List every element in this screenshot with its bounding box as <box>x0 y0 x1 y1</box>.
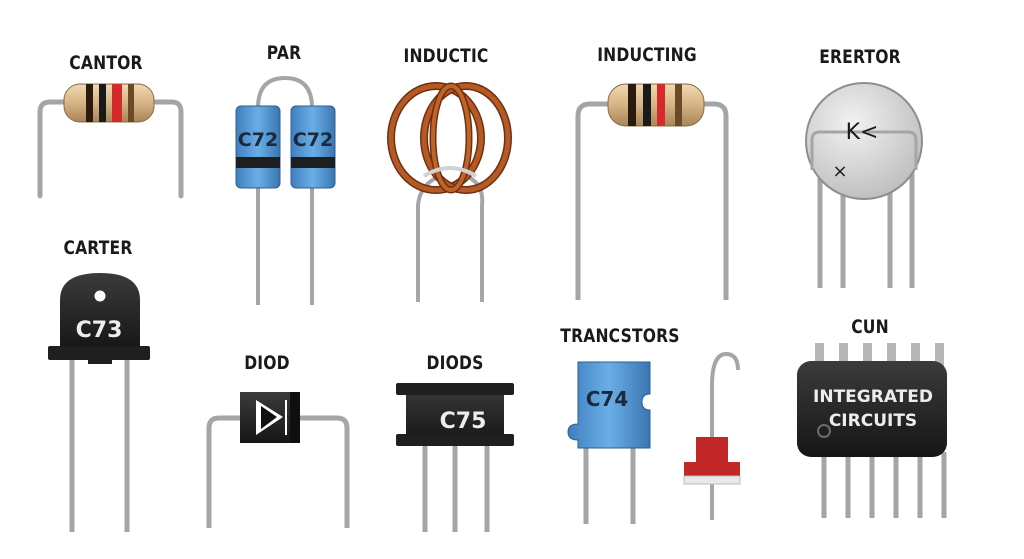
cun-marking-line1: INTEGRATED <box>813 387 933 407</box>
label-cun: CUN <box>851 316 889 338</box>
label-carter: CARTER <box>63 237 133 259</box>
cun-marking-line2: CIRCUITS <box>829 411 917 431</box>
carter-marking: C73 <box>76 318 123 343</box>
inducting-component <box>575 83 729 300</box>
par-component: C72 C72 <box>235 75 336 305</box>
diod-component <box>206 392 350 528</box>
label-diods: DIODS <box>426 352 484 374</box>
diods-marking: C75 <box>440 409 487 434</box>
label-inductic: INDUCTIC <box>403 45 489 67</box>
cantor-component <box>37 83 184 199</box>
diods-component: C75 <box>396 383 514 532</box>
label-erertor: ERERTOR <box>819 46 901 68</box>
erertor-component: K< × <box>805 82 923 288</box>
trancstors-marking: C74 <box>586 387 629 411</box>
label-inducting: INDUCTING <box>597 44 697 66</box>
erertor-symbol-x: × <box>832 161 847 182</box>
label-par: PAR <box>266 42 302 64</box>
cun-component: INTEGRATED CIRCUITS <box>797 343 947 518</box>
label-diod: DIOD <box>244 352 290 374</box>
erertor-symbol-marks: K< <box>846 120 879 145</box>
par-marking-left: C72 <box>238 129 278 151</box>
label-trancstors: TRANCSTORS <box>560 325 680 347</box>
inductic-component <box>387 82 512 302</box>
par-marking-right: C72 <box>293 129 333 151</box>
carter-component: C73 <box>48 273 150 532</box>
trancstors-component: C74 <box>567 351 741 524</box>
label-cantor: CANTOR <box>69 52 143 74</box>
